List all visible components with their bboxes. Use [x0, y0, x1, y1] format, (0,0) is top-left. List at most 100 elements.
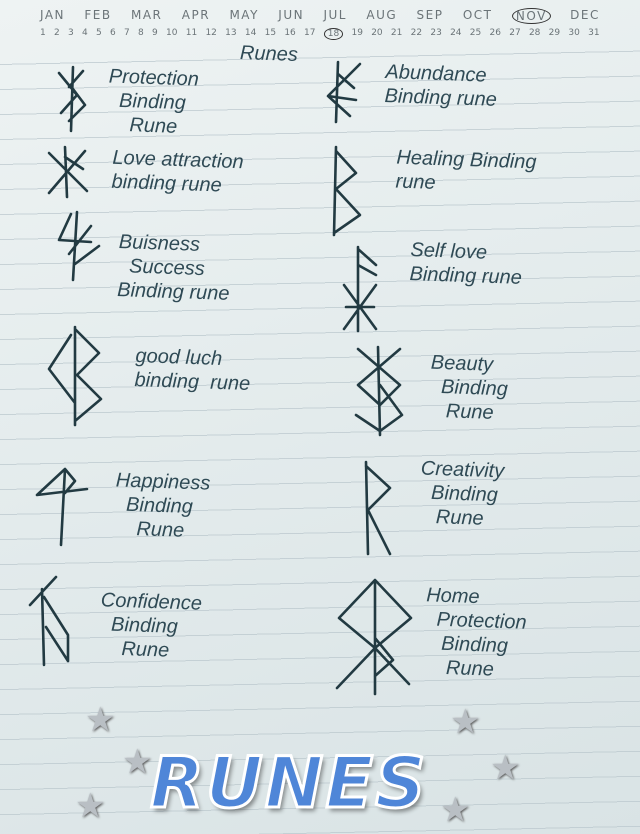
rune-label-line: Binding: [424, 632, 509, 658]
day-label: 29: [548, 28, 561, 38]
rune-label-line: Binding: [107, 89, 187, 115]
day-label: 6: [110, 28, 116, 38]
day-label: 27: [509, 28, 521, 38]
month-label: NOV: [511, 8, 551, 24]
day-label: 26: [489, 28, 501, 38]
month-label: OCT: [462, 8, 493, 22]
day-label: 19: [351, 28, 363, 38]
day-label: 2: [54, 28, 60, 38]
confidence-rune-icon: [28, 575, 70, 667]
love-rune-icon: [47, 145, 89, 199]
rune-label-line: Happiness: [115, 469, 211, 495]
rune-label-line: Rune: [113, 517, 185, 542]
self-love-rune-icon: [342, 245, 378, 333]
rune-label-line: Binding: [429, 375, 509, 401]
day-label: 7: [124, 28, 130, 38]
rune-label-line: Home: [425, 584, 480, 609]
creativity-rune-icon: [364, 460, 392, 556]
month-label: JUN: [278, 8, 305, 22]
day-label: 8: [138, 28, 144, 38]
day-label: 3: [68, 28, 74, 38]
day-label: 25: [469, 28, 482, 38]
rune-label-line: Rune: [428, 399, 495, 424]
day-label: 4: [82, 28, 88, 38]
day-label: 21: [390, 28, 403, 38]
day-label: 20: [371, 28, 383, 38]
star-sticker-icon: ★: [490, 749, 521, 787]
day-label: 15: [264, 28, 277, 38]
day-label: 24: [450, 28, 462, 38]
good-luck-rune-icon: [47, 325, 103, 427]
rune-label-line: Rune: [423, 656, 495, 681]
healing-rune-icon: [332, 145, 362, 237]
rune-label-line: Rune: [106, 113, 178, 138]
day-label: 12: [205, 28, 217, 38]
rune-label: Creativity Binding Rune: [419, 457, 505, 532]
month-label: MAR: [130, 8, 163, 22]
happiness-rune-icon: [35, 467, 89, 547]
star-sticker-icon: ★: [440, 791, 471, 829]
rune-label-line: Binding rune: [409, 263, 523, 289]
day-label: 28: [528, 28, 541, 38]
day-label: 16: [284, 28, 296, 38]
rune-label-line: Protection: [108, 65, 200, 91]
rune-label-line: rune: [395, 170, 437, 194]
star-sticker-icon: ★: [85, 701, 116, 739]
month-label: FEB: [84, 8, 112, 22]
rune-label-line: binding rune: [134, 368, 251, 396]
rune-label: Happiness Binding Rune: [114, 468, 211, 543]
day-label: 30: [568, 28, 580, 38]
rune-label-line: Binding rune: [384, 85, 498, 111]
rune-label-line: Binding: [419, 481, 499, 507]
day-label: 17: [304, 28, 316, 38]
star-sticker-icon: ★: [122, 743, 153, 781]
rune-label-line: Binding rune: [116, 279, 230, 305]
abundance-rune-icon: [326, 60, 362, 124]
home-protection-rune-icon: [335, 578, 413, 696]
month-label: APR: [181, 8, 211, 22]
protection-rune-icon: [57, 65, 87, 133]
day-label: 23: [430, 28, 442, 38]
rune-label-line: Creativity: [420, 457, 505, 483]
runes-sticker-title: RUNES: [149, 741, 428, 826]
page-title: Runes: [239, 41, 299, 67]
rune-label-line: binding rune: [111, 170, 223, 197]
rune-label-line: Confidence: [100, 589, 203, 615]
rune-label-line: Beauty: [430, 351, 494, 376]
month-label: JAN: [40, 8, 66, 22]
rune-label: Confidence Binding Rune: [99, 588, 203, 663]
month-label: DEC: [570, 8, 600, 22]
rune-label-line: Binding: [99, 613, 179, 638]
star-sticker-icon: ★: [75, 787, 106, 825]
day-label: 18: [323, 28, 344, 40]
month-label: JUL: [323, 8, 347, 22]
day-label: 5: [96, 28, 102, 38]
day-label: 10: [166, 28, 178, 38]
rune-label-line: Rune: [98, 637, 170, 662]
rune-label: Protection Binding Rune: [107, 64, 200, 139]
day-label: 1: [40, 28, 46, 38]
beauty-rune-icon: [354, 345, 404, 437]
day-label: 14: [244, 28, 257, 38]
rune-label-line: Rune: [418, 505, 485, 530]
month-label: MAY: [229, 8, 259, 22]
month-label: SEP: [416, 8, 444, 22]
business-rune-icon: [57, 210, 101, 282]
rune-label: Home Protection Binding Rune: [423, 583, 527, 682]
star-sticker-icon: ★: [450, 703, 481, 741]
rune-label-line: Binding: [114, 493, 194, 519]
day-label: 11: [185, 28, 198, 38]
day-label: 9: [152, 28, 158, 38]
day-label: 31: [588, 28, 600, 38]
notebook-lines: [0, 40, 640, 834]
rune-label-line: Protection: [425, 608, 527, 634]
